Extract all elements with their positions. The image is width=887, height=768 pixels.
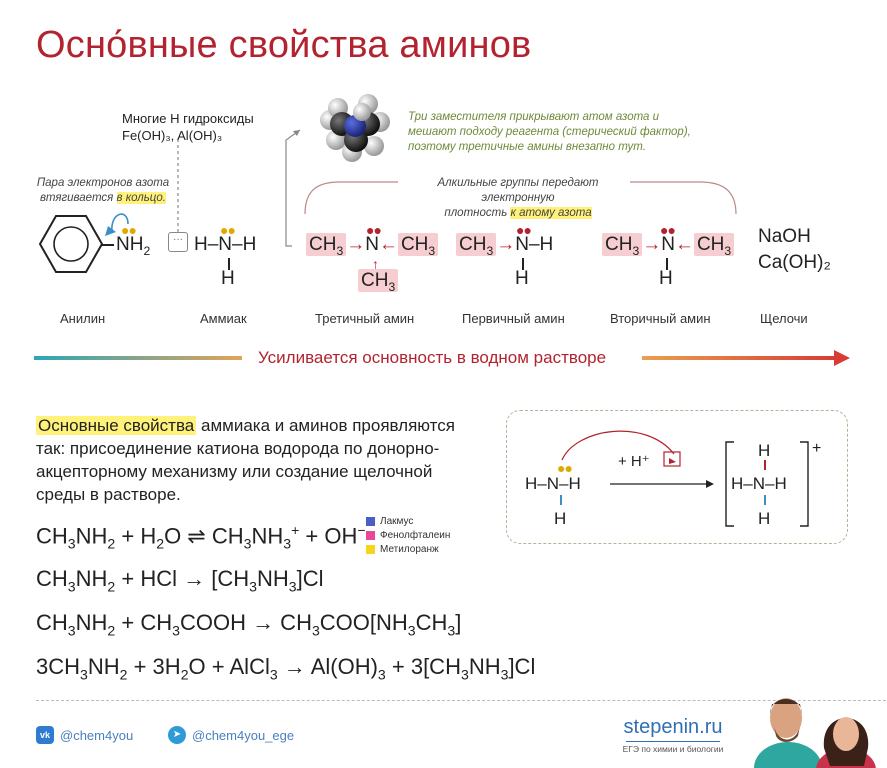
alkyl-note-line1: Алкильные группы передают электронную: [437, 177, 599, 204]
aniline-nh2: NH2: [116, 234, 151, 258]
brand-subtitle: ЕГЭ по химии и биологии: [622, 744, 724, 754]
vk-link[interactable]: vk @chem4you: [36, 726, 133, 744]
page-title: Осно́вные свойства аминов: [36, 24, 532, 66]
equation-2: CH3NH2 + HCl → [CH3NH3]Cl: [36, 566, 324, 595]
hydroxides-note: Многие H гидроксиды Fe(OH)₃, Al(OH)₃: [122, 110, 254, 144]
indicator-phenolphthalein-label: Фенолфталеин: [380, 529, 451, 541]
basicity-arrow: [34, 350, 850, 366]
litmus-swatch: [366, 516, 375, 526]
indicator-methyl-orange: Метилоранж: [366, 542, 450, 556]
alkyl-note: Алкильные группы передают электронную пл…: [400, 176, 636, 221]
steric-note: Три заместителя прикрывают атом азота и …: [408, 110, 691, 155]
label-aniline: Анилин: [60, 311, 106, 326]
alkali-line1: NaOH: [758, 226, 811, 247]
basic-properties-paragraph: Основные свойства аммиака и аминов прояв…: [36, 414, 496, 506]
paragraph-highlight: Основные свойства: [36, 416, 197, 435]
equation-1: CH3NH2 + H2O ⇌ CH3NH3+ + OH−: [36, 522, 366, 552]
telegram-icon: ➤: [168, 726, 186, 744]
secondary-bond-down: [666, 258, 668, 270]
aniline-note-line2: втягивается: [40, 192, 114, 204]
label-secondary: Вторичный амин: [610, 311, 711, 326]
vk-icon: vk: [36, 726, 54, 744]
brand-name: stepenin.ru: [623, 716, 723, 738]
mechanism-drawing: [561, 430, 809, 527]
ammonium-h-top: H: [758, 441, 771, 460]
paragraph-line2: так: присоединение катиона водорода по д…: [36, 439, 440, 458]
tertiary-ch3-bottom: CH3: [358, 269, 399, 298]
aniline-note-highlight: в кольцо.: [116, 192, 166, 204]
tertiary-structure: CH3→N←CH3: [306, 233, 439, 262]
mechanism-nh3-bond: [560, 495, 562, 505]
indicator-methyl-orange-label: Метилоранж: [380, 543, 439, 555]
tertiary-lone-pair: ●●: [366, 222, 382, 238]
steric-line1: Три заместителя прикрывают атом азота и: [408, 111, 660, 123]
steric-line3: поэтому третичные амины внезапно тут.: [408, 141, 646, 153]
presenters-avatar: [754, 698, 876, 768]
brand-block: stepenin.ru ЕГЭ по химии и биологии: [620, 716, 726, 754]
primary-h-bottom: H: [515, 268, 529, 289]
ammonium-middle: H–N–H: [731, 474, 787, 493]
ammonia-bond-down: [228, 258, 230, 270]
hydroxides-line2: Fe(OH)₃, Al(OH)₃: [122, 128, 223, 143]
ammonium-charge: +: [812, 440, 822, 457]
primary-bond-down: [522, 258, 524, 270]
label-primary: Первичный амин: [462, 311, 565, 326]
alkyl-note-line2: плотность: [444, 207, 508, 219]
primary-lone-pair: ●●: [516, 222, 532, 238]
alkali-line2: Ca(OH)₂: [758, 252, 831, 273]
mechanism-reagent: + H⁺: [618, 453, 650, 470]
ammonium-bond-bottom: [764, 495, 766, 505]
trimethylamine-model-icon: [320, 94, 390, 162]
phenolphthalein-swatch: [366, 530, 375, 540]
paragraph-line3: акцепторному механизму или создание щело…: [36, 462, 433, 481]
alkyl-note-highlight: к атому азота: [510, 207, 592, 219]
steric-line2: мешают подходу реагента (стерический фак…: [408, 126, 691, 138]
paragraph-line4: среды в растворе.: [36, 485, 181, 504]
aniline-bond: [102, 244, 114, 246]
ammonium-h-bottom: H: [758, 509, 771, 528]
indicator-litmus: Лакмус: [366, 514, 450, 528]
paragraph-line1: аммиака и аминов проявляются: [196, 416, 455, 435]
indicator-legend: Лакмус Фенолфталеин Метилоранж: [366, 514, 450, 556]
mechanism-lone-pair: ●●: [557, 460, 573, 476]
secondary-lone-pair: ●●: [660, 222, 676, 238]
aniline-note-line1: Пара электронов азота: [36, 177, 170, 189]
benzene-ring-icon: [38, 215, 104, 273]
footer-divider: [36, 700, 886, 701]
equation-3: CH3NH2 + CH3COOH → CH3COO[NH3CH3]: [36, 610, 462, 639]
methyl-orange-swatch: [366, 544, 375, 554]
aniline-lone-pair: ●●: [121, 222, 137, 238]
ammonia-structure: H–N–H: [194, 234, 257, 255]
alkali-formulas: NaOH Ca(OH)₂: [758, 224, 831, 276]
hydroxides-line1: Многие H гидроксиды: [122, 111, 254, 126]
indicator-phenolphthalein: Фенолфталеин: [366, 528, 450, 542]
connector-lines: [105, 129, 737, 247]
aniline-note: Пара электронов азота втягивается в коль…: [28, 176, 178, 206]
indicator-litmus-label: Лакмус: [380, 515, 414, 527]
equation-4: 3CH3NH2 + 3H2O + AlCl3 → Al(OH)3 + 3[CH3…: [36, 654, 536, 683]
mechanism-nh3: H–N–H: [525, 474, 581, 493]
telegram-handle: @chem4you_ege: [192, 727, 295, 743]
secondary-structure: CH3→N←CH3: [602, 233, 735, 262]
secondary-h-bottom: H: [659, 268, 673, 289]
mechanism-box: [506, 410, 848, 544]
ammonium-bond-top: [764, 460, 766, 470]
label-alkali: Щелочи: [760, 311, 808, 326]
label-ammonia: Аммиак: [200, 311, 247, 326]
primary-structure: CH3→N–H: [456, 233, 553, 262]
ammonia-hydrogen-placeholder: ···: [168, 232, 188, 252]
label-tertiary: Третичный амин: [315, 311, 415, 326]
telegram-link[interactable]: ➤ @chem4you_ege: [168, 726, 294, 744]
tertiary-arrow-up: ↑: [372, 256, 379, 272]
ammonia-h-bottom: H: [221, 268, 235, 289]
basicity-text: Усиливается основность в водном растворе: [258, 348, 607, 367]
mechanism-nh3-h-bottom: H: [554, 509, 567, 528]
ammonia-lone-pair: ●●: [220, 222, 236, 238]
vk-handle: @chem4you: [60, 727, 134, 743]
